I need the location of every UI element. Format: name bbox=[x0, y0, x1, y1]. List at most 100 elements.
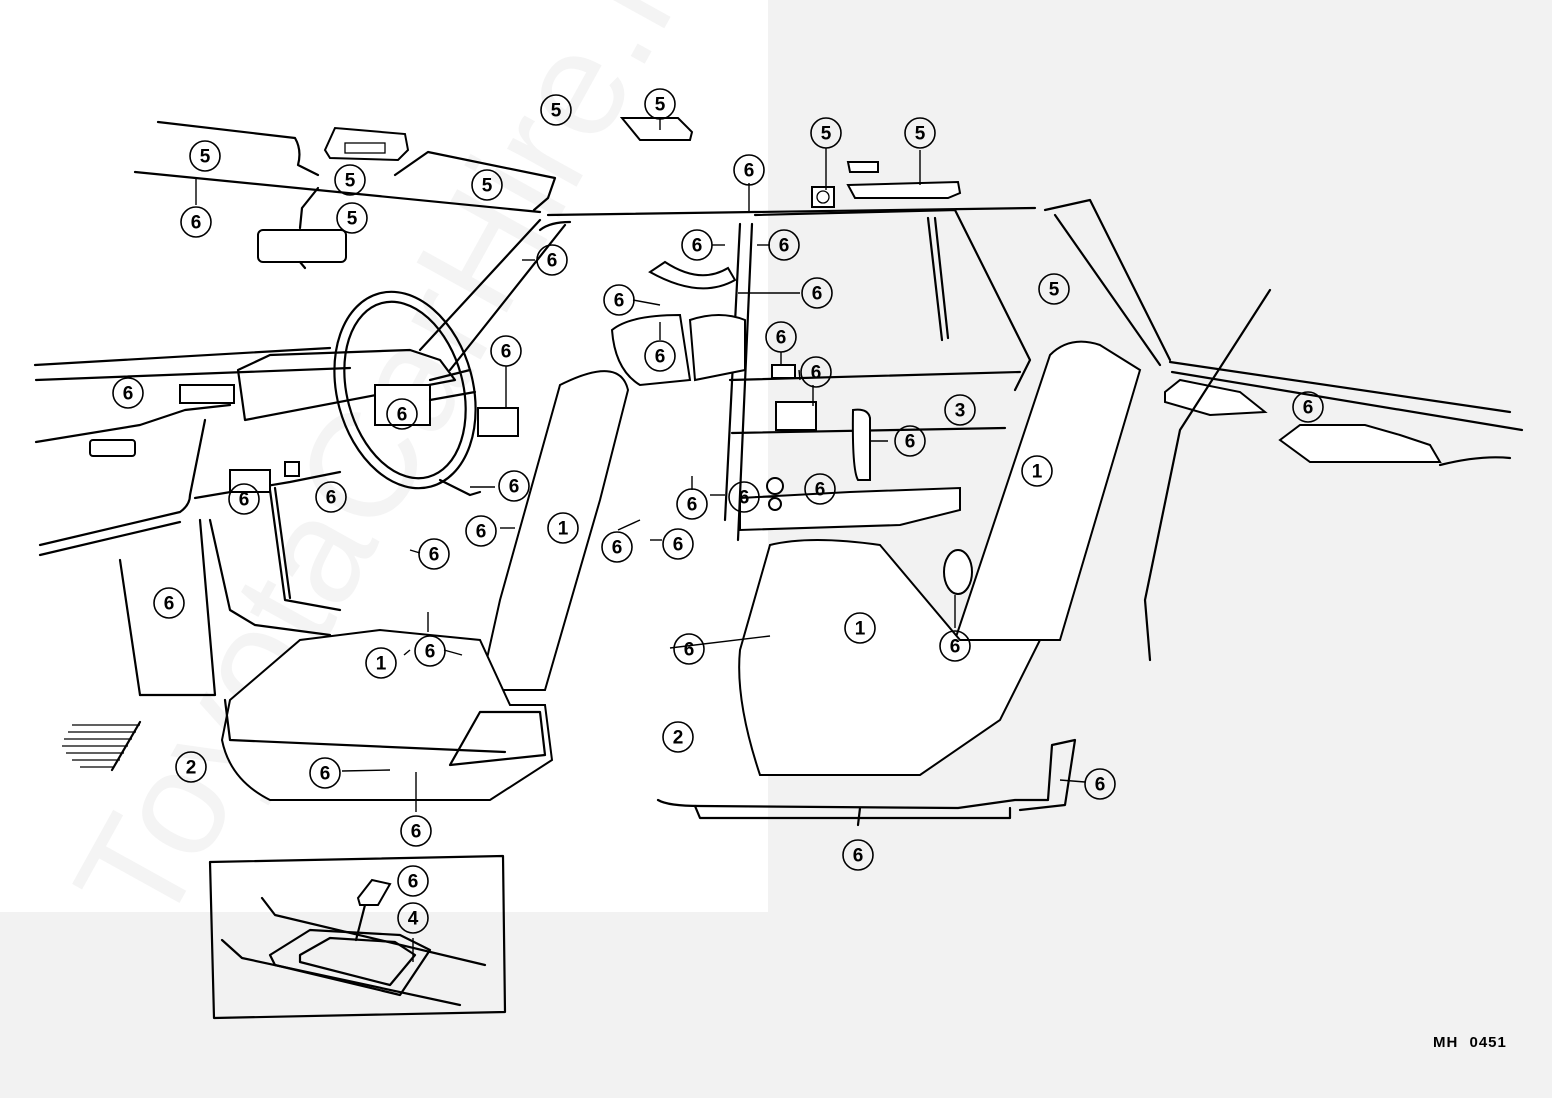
callout-number: 6 bbox=[815, 480, 826, 501]
callout-number: 6 bbox=[905, 432, 916, 453]
callout-part-6-center-pillar-upper: 6 bbox=[681, 229, 713, 261]
callout-number: 6 bbox=[779, 236, 790, 257]
callout-number: 6 bbox=[411, 822, 422, 843]
callout-part-6-rear-door-lock-knob: 6 bbox=[765, 321, 797, 353]
callout-part-6-combination-switch: 6 bbox=[498, 470, 530, 502]
callout-circle bbox=[728, 481, 760, 513]
callout-part-6-rear-armrest: 6 bbox=[939, 630, 971, 662]
callout-circle bbox=[536, 244, 568, 276]
callout-part-1-front-seatback: 1 bbox=[547, 512, 579, 544]
callout-part-6-meter-hood-switch: 6 bbox=[490, 335, 522, 367]
callout-circle bbox=[365, 647, 397, 679]
callout-number: 6 bbox=[853, 846, 864, 867]
callout-part-6-window-regulator-handle: 6 bbox=[804, 473, 836, 505]
callout-part-6-rear-package-tray: 6 bbox=[1292, 391, 1324, 423]
callout-circle bbox=[1021, 455, 1053, 487]
callout-part-6-headrest: 6 bbox=[644, 340, 676, 372]
callout-number: 6 bbox=[811, 363, 822, 384]
callout-part-5-sun-visor-right: 5 bbox=[471, 169, 503, 201]
callout-circle bbox=[540, 94, 572, 126]
callout-part-6-seat-lever: 6 bbox=[676, 488, 708, 520]
callout-circle bbox=[939, 630, 971, 662]
callout-part-6-power-window-switch: 6 bbox=[800, 356, 832, 388]
callout-circle bbox=[1084, 768, 1116, 800]
steering-wheel bbox=[333, 290, 482, 497]
callout-part-6-seat-side-cover: 6 bbox=[309, 757, 341, 789]
callout-circle bbox=[547, 512, 579, 544]
callout-number: 6 bbox=[164, 594, 175, 615]
callout-circle bbox=[804, 473, 836, 505]
callout-part-6-steering-pad: 6 bbox=[386, 398, 418, 430]
callout-circle bbox=[397, 865, 429, 897]
callout-circle bbox=[904, 117, 936, 149]
callout-number: 5 bbox=[482, 176, 493, 197]
callout-number: 6 bbox=[739, 488, 750, 509]
callout-part-6-door-handle: 6 bbox=[728, 481, 760, 513]
callout-number: 6 bbox=[239, 490, 250, 511]
callout-circle bbox=[844, 612, 876, 644]
callout-part-6-windshield-header: 6 bbox=[180, 206, 212, 238]
callout-circle bbox=[228, 483, 260, 515]
callout-number: 6 bbox=[429, 545, 440, 566]
callout-number: 6 bbox=[501, 342, 512, 363]
callout-number: 5 bbox=[1049, 280, 1060, 301]
callout-circle bbox=[386, 398, 418, 430]
rear-roof-lamp bbox=[811, 161, 962, 208]
callout-part-6-hood-release: 6 bbox=[418, 538, 450, 570]
callout-circle bbox=[765, 321, 797, 353]
callout-circle bbox=[498, 470, 530, 502]
callout-number: 6 bbox=[1095, 775, 1106, 796]
callout-number: 5 bbox=[821, 124, 832, 145]
callout-part-5-dome-lamp-front: 5 bbox=[644, 88, 676, 120]
callout-number: 1 bbox=[376, 654, 387, 675]
assist-grip bbox=[648, 260, 737, 290]
callout-circle bbox=[644, 88, 676, 120]
callout-part-6-seat-track-cover: 6 bbox=[414, 635, 446, 667]
callout-circle bbox=[189, 140, 221, 172]
callout-circle bbox=[662, 528, 694, 560]
callout-circle bbox=[768, 229, 800, 261]
callout-number: 6 bbox=[425, 642, 436, 663]
callout-part-6-glove-box: 6 bbox=[153, 587, 185, 619]
callout-circle bbox=[397, 902, 429, 934]
callout-circle bbox=[601, 531, 633, 563]
roof-center-lamp bbox=[619, 117, 694, 141]
callout-part-5-sun-visor-left: 5 bbox=[189, 140, 221, 172]
callout-circle bbox=[894, 425, 926, 457]
callout-circle bbox=[1038, 273, 1070, 305]
callout-part-1-rear-seatback: 1 bbox=[1021, 455, 1053, 487]
headliner-front bbox=[133, 120, 557, 214]
callout-circle bbox=[336, 202, 368, 234]
callout-number: 5 bbox=[345, 171, 356, 192]
callout-number: 3 bbox=[955, 401, 966, 422]
callout-part-5-mirror-stay: 5 bbox=[336, 202, 368, 234]
callout-part-1-front-seat-cushion: 1 bbox=[365, 647, 397, 679]
callout-part-6-dash-pad: 6 bbox=[112, 377, 144, 409]
callout-number: 5 bbox=[655, 95, 666, 116]
callout-circle bbox=[471, 169, 503, 201]
callout-circle bbox=[810, 117, 842, 149]
dome-lamp-front bbox=[323, 126, 410, 162]
callout-part-6-rear-door-grip: 6 bbox=[894, 425, 926, 457]
callout-number: 5 bbox=[347, 209, 358, 230]
callout-part-2-front-floor-carpet: 2 bbox=[175, 751, 207, 783]
callout-number: 2 bbox=[673, 728, 684, 749]
callout-circle bbox=[414, 635, 446, 667]
callout-circle bbox=[644, 340, 676, 372]
callout-part-6-center-pillar-garnish: 6 bbox=[801, 277, 833, 309]
callout-circle bbox=[603, 284, 635, 316]
callout-number: 6 bbox=[408, 872, 419, 893]
callout-part-1-rear-seat-cushion: 1 bbox=[844, 612, 876, 644]
callout-part-5-assist-grip-rear: 5 bbox=[904, 117, 936, 149]
callout-number: 1 bbox=[1032, 462, 1043, 483]
callout-circle bbox=[334, 164, 366, 196]
callout-circle bbox=[662, 721, 694, 753]
callout-circle bbox=[801, 277, 833, 309]
roof-rail-and-pillars bbox=[418, 198, 1524, 542]
callout-number: 6 bbox=[687, 495, 698, 516]
callout-circle bbox=[180, 206, 212, 238]
callout-circle bbox=[681, 229, 713, 261]
callout-number: 6 bbox=[684, 640, 695, 661]
callout-part-5-roof-headliner: 5 bbox=[540, 94, 572, 126]
